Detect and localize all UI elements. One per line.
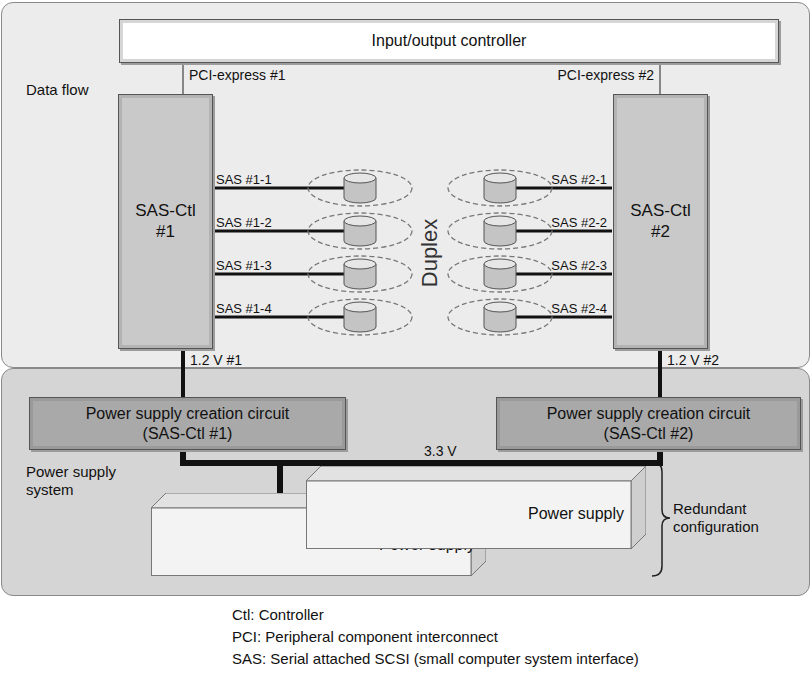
sas-link-label: SAS #1-1 — [216, 172, 272, 188]
abbreviation-note: SAS: Serial attached SCSI (small compute… — [232, 650, 639, 668]
edge-label: PCI-express #1 — [189, 67, 285, 84]
sas-link-label: SAS #1-4 — [216, 301, 272, 317]
bracket-label: Redundant configuration — [673, 500, 803, 536]
power-circuit-box: Power supply creation circuit (SAS-Ctl #… — [29, 397, 346, 450]
power-supply-panel: Power supply system Power supply creation… — [1, 368, 810, 596]
connector — [280, 450, 660, 501]
sas-link-label: SAS #2-2 — [551, 215, 607, 231]
sas-link-label: SAS #1-2 — [216, 215, 272, 231]
connector — [659, 63, 661, 94]
sas-link-label: SAS #2-1 — [551, 172, 607, 188]
connector — [440, 450, 660, 474]
data-flow-panel: Data flowInput/output controllerSAS-Ctl … — [1, 2, 810, 368]
power-circuit-box: Power supply creation circuit (SAS-Ctl #… — [496, 397, 801, 450]
node-text: Power supply system — [26, 463, 136, 499]
sas-link-label: SAS #1-3 — [216, 258, 272, 274]
brace — [652, 462, 670, 576]
duplex-ellipses — [308, 170, 552, 335]
sas-controller-box: SAS-Ctl #2 — [613, 94, 708, 349]
side-face — [631, 466, 646, 549]
node-text: SAS-Ctl #2 — [626, 201, 696, 242]
sas-link-label: SAS #2-4 — [551, 301, 607, 317]
connector — [183, 450, 280, 501]
edge-label: 1.2 V #2 — [667, 352, 719, 369]
sas-lines — [212, 188, 612, 317]
abbreviation-note: PCI: Peripheral component interconnect — [232, 628, 498, 646]
connector — [181, 349, 185, 397]
connector — [183, 450, 440, 474]
node-text: Power supply creation circuit (SAS-Ctl #… — [524, 404, 774, 442]
disk-drives — [344, 173, 516, 332]
abbreviation-note: Ctl: Controller — [232, 606, 324, 624]
node-text: Power supply creation circuit (SAS-Ctl #… — [63, 404, 313, 442]
edge-label: PCI-express #2 — [558, 67, 654, 84]
edge-label: 1.2 V #1 — [190, 352, 242, 369]
top-face — [306, 466, 646, 481]
front-face — [307, 481, 632, 549]
sas-controller-box: SAS-Ctl #1 — [118, 94, 213, 349]
io-controller-box: Input/output controller — [119, 19, 779, 63]
power-supply-unit: Power supply — [306, 466, 646, 549]
edge-label: 3.3 V — [424, 443, 457, 460]
node-text: Power supply — [528, 504, 624, 523]
node-text: SAS-Ctl #1 — [131, 201, 201, 242]
duplex-label: Duplex — [417, 219, 443, 287]
node-text: Input/output controller — [372, 31, 527, 50]
sas-link-label: SAS #2-3 — [551, 258, 607, 274]
connector — [658, 349, 662, 397]
connector — [182, 63, 184, 94]
